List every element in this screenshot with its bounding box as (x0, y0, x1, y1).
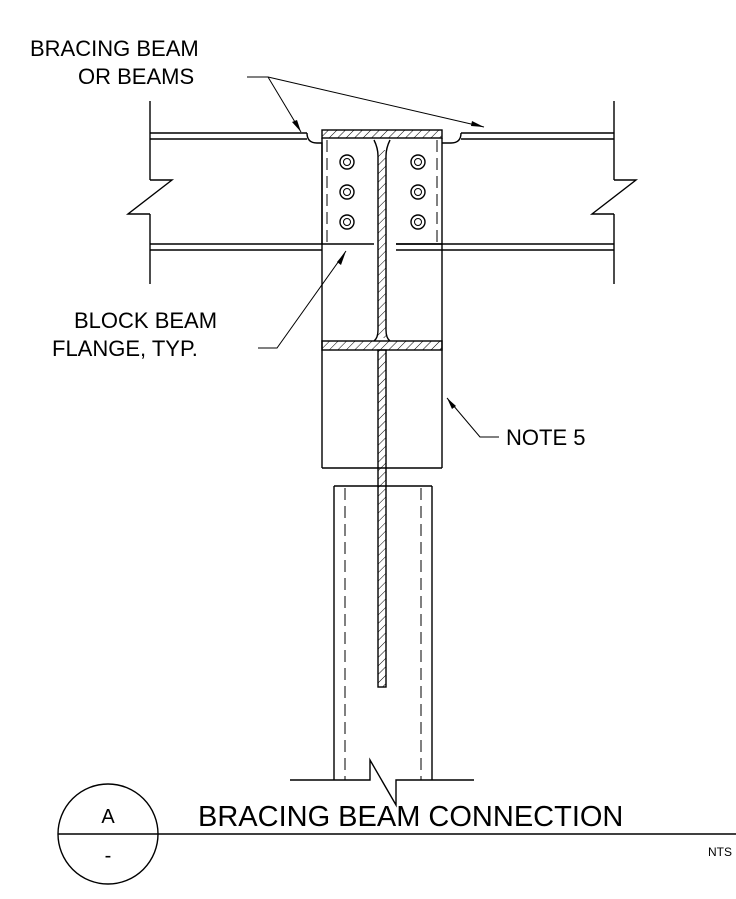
leader-block-beam (258, 250, 347, 349)
leader-note-5 (446, 397, 499, 438)
sheet-reference: - (105, 845, 112, 867)
pipe-column (290, 485, 474, 808)
scale-note: NTS (708, 845, 732, 859)
bolts-left (339, 154, 355, 230)
bracing-label-line1: BRACING BEAM (30, 36, 199, 61)
bracing-beam-left (125, 101, 323, 284)
title-block: A - BRACING BEAM CONNECTION NTS (57, 783, 736, 885)
detail-letter: A (101, 806, 115, 828)
column-tee-member (321, 129, 443, 688)
block-beam-label-line2: FLANGE, TYP. (52, 336, 198, 361)
bracing-label-line2: OR BEAMS (78, 64, 194, 89)
block-beam-label-line1: BLOCK BEAM (74, 308, 217, 333)
bracing-beam-right (396, 101, 639, 284)
note-5-label: NOTE 5 (506, 425, 585, 450)
bolts-right (410, 154, 426, 230)
leader-bracing-beam (247, 76, 485, 133)
detail-title: BRACING BEAM CONNECTION (198, 801, 623, 833)
